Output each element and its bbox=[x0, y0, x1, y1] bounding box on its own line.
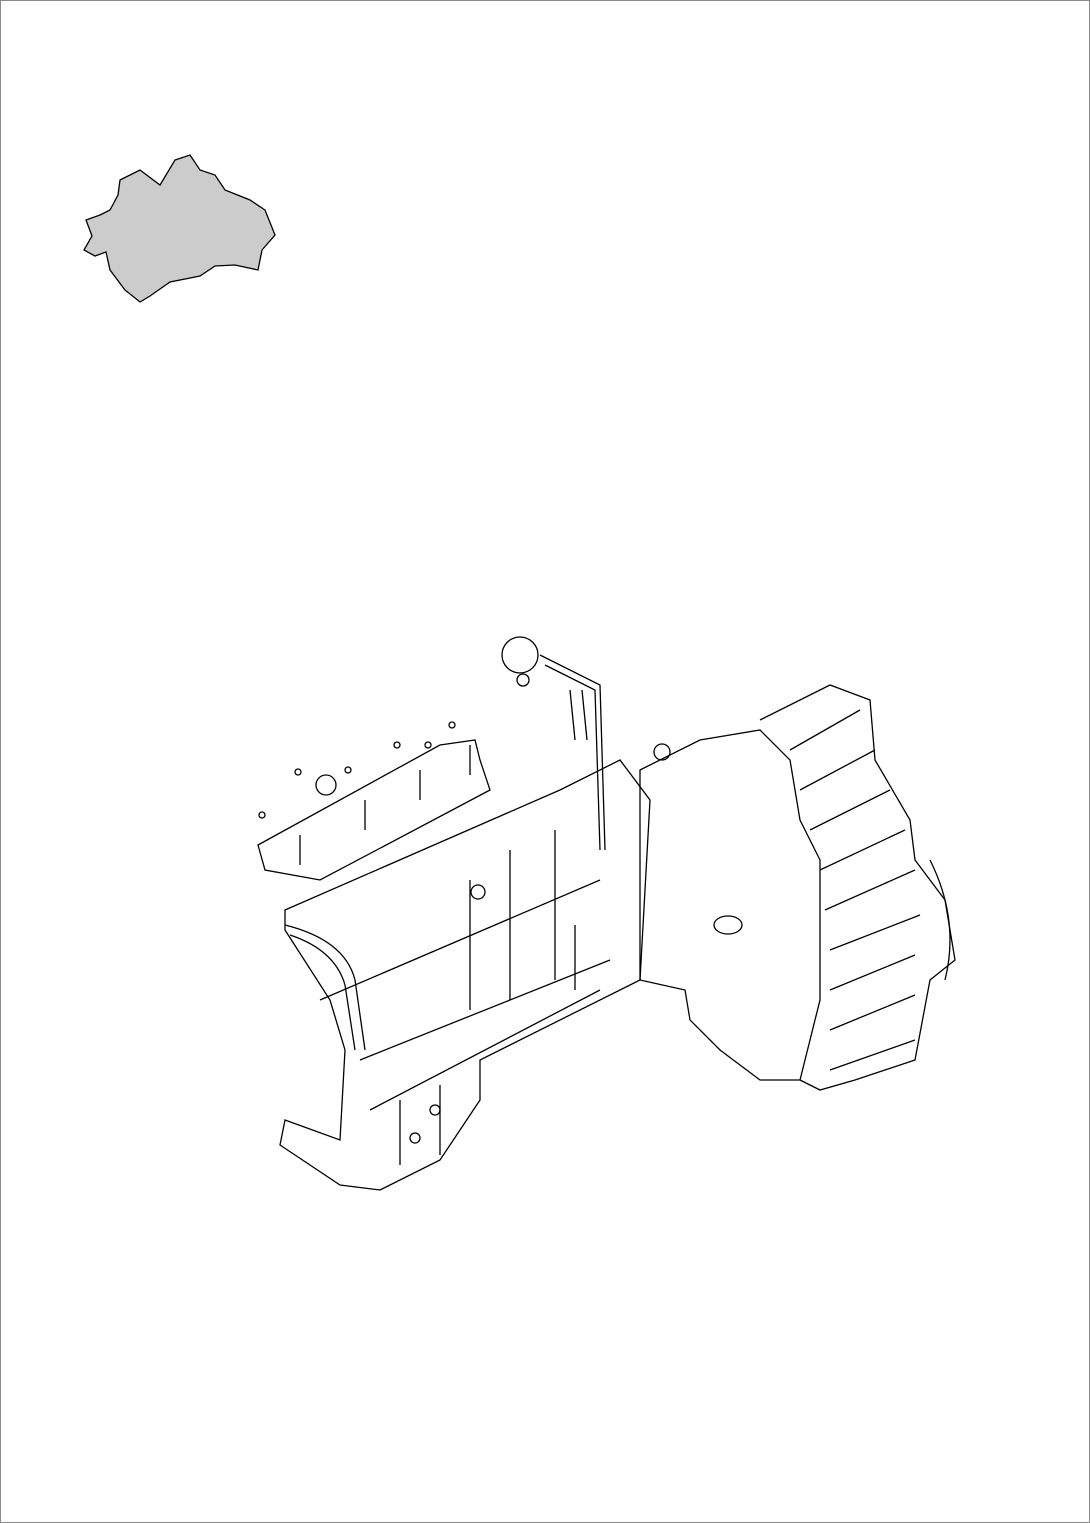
breather-tube bbox=[539, 654, 606, 851]
flywheel-housing bbox=[639, 729, 821, 1081]
engine-assembly-drawing bbox=[257, 636, 956, 1191]
valve-cover bbox=[257, 739, 491, 881]
transmission-housing bbox=[759, 684, 956, 1091]
breather bbox=[501, 636, 539, 674]
oil-pipe bbox=[284, 924, 366, 1051]
oil-filler-cap bbox=[315, 774, 337, 796]
engine-block bbox=[279, 759, 651, 1191]
locator-thumbnail bbox=[83, 154, 276, 303]
